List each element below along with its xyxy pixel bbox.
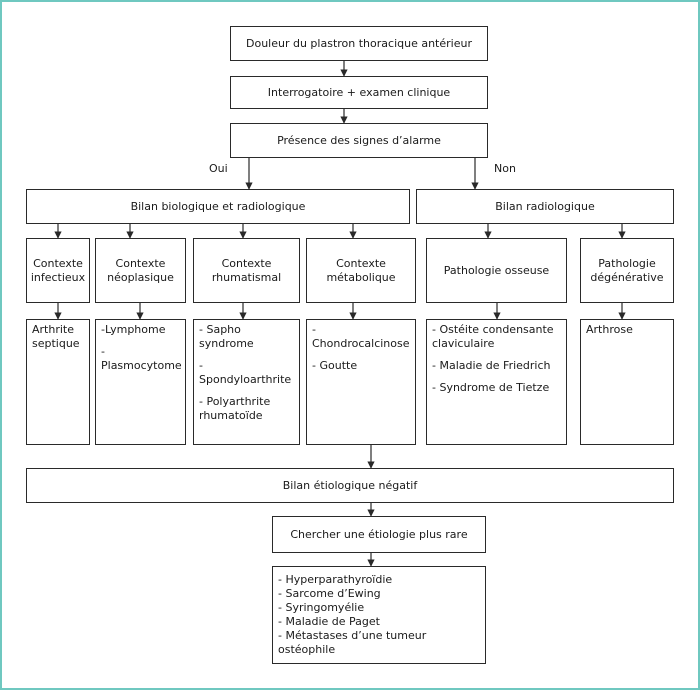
box-dx-bone: - Ostéite condensante claviculaire - Mal… <box>426 319 567 445</box>
dx-item: - Syndrome de Tietze <box>432 381 550 394</box>
dx-item: - Goutte <box>312 359 358 372</box>
box-bilan-biologique-radiologique: Bilan biologique et radiologique <box>26 189 410 224</box>
rare-item: - Hyperparathyroïdie <box>278 573 393 586</box>
rare-item: - Syringomyélie <box>278 601 365 614</box>
box-context-neoplastic: Contexte néoplasique <box>95 238 186 303</box>
rare-item: - Métastases d’une tumeur ostéophile <box>278 629 427 656</box>
box-negative-workup: Bilan étiologique négatif <box>26 468 674 503</box>
dx-item: -Plasmocytome <box>101 345 182 372</box>
box-dx-metabolic: - Chondrocalcinose - Goutte <box>306 319 416 445</box>
dx-item: - Chondrocalcinose <box>312 323 410 350</box>
box-dx-infectious: Arthrite septique <box>26 319 90 445</box>
dx-item: Arthrose <box>586 323 633 336</box>
dx-item: - Spondyloarthrite <box>199 359 292 386</box>
box-search-rare: Chercher une étiologie plus rare <box>272 516 486 553</box>
box-bilan-radiologique: Bilan radiologique <box>416 189 674 224</box>
box-degenerative-pathology: Pathologie dégénérative <box>580 238 674 303</box>
box-rare-list: - Hyperparathyroïdie - Sarcome d’Ewing -… <box>272 566 486 664</box>
box-context-infectious: Contexte infectieux <box>26 238 90 303</box>
box-alarm-signs: Présence des signes d’alarme <box>230 123 488 158</box>
box-context-metabolic: Contexte métabolique <box>306 238 416 303</box>
box-bone-pathology: Pathologie osseuse <box>426 238 567 303</box>
rare-item: - Sarcome d’Ewing <box>278 587 381 600</box>
box-dx-degenerative: Arthrose <box>580 319 674 445</box>
dx-item: - Ostéite condensante claviculaire <box>432 323 554 350</box>
box-dx-rheumatic: - Sapho syndrome - Spondyloarthrite - Po… <box>193 319 300 445</box>
dx-item: - Maladie de Friedrich <box>432 359 551 372</box>
rare-item: - Maladie de Paget <box>278 615 380 628</box>
dx-item: - Polyarthrite rhumatoïde <box>199 395 271 422</box>
box-interrogation-exam: Interrogatoire + examen clinique <box>230 76 488 109</box>
box-context-rheumatic: Contexte rhumatismal <box>193 238 300 303</box>
box-thoracic-pain: Douleur du plastron thoracique antérieur <box>230 26 488 61</box>
label-no: Non <box>494 162 516 175</box>
label-yes: Oui <box>209 162 228 175</box>
box-dx-neoplastic: -Lymphome -Plasmocytome <box>95 319 186 445</box>
dx-item: -Lymphome <box>101 323 166 336</box>
dx-item: Arthrite septique <box>32 323 80 350</box>
dx-item: - Sapho syndrome <box>199 323 254 350</box>
